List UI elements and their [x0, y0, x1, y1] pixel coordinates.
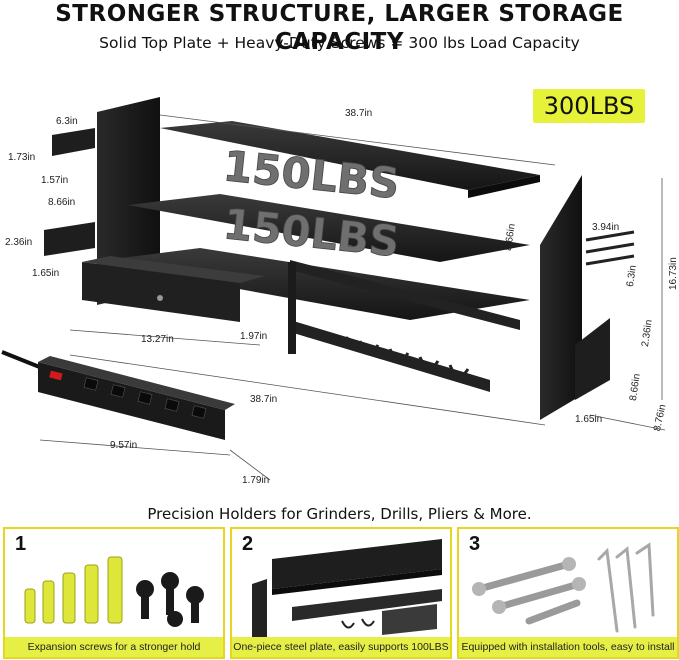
panel-caption: One-piece steel plate, easily supports 1…	[232, 637, 450, 657]
load-capacity-badge: 300LBS	[533, 89, 645, 123]
dim-bottom-width: 38.7in	[250, 394, 278, 405]
installation-tools-image	[472, 542, 655, 633]
panel-steel-plate: 2 One-piece steel plate, easily supports…	[230, 527, 452, 659]
left-side-bracket	[44, 97, 160, 305]
dim-holder-height: 1.73in	[8, 152, 36, 163]
panel-number: 1	[11, 533, 31, 556]
right-side-bracket	[540, 175, 635, 420]
middle-shelf	[128, 194, 530, 262]
power-strip	[1, 350, 235, 440]
headline: STRONGER STRUCTURE, LARGER STORAGE CAPAC…	[55, 1, 624, 55]
precision-holders-text: Precision Holders for Grinders, Drills, …	[147, 505, 532, 523]
dim-strip-length: 9.57in	[110, 440, 138, 451]
dim-left-height: 2.36in	[5, 237, 33, 248]
dim-hook-width: 3.94in	[592, 222, 620, 233]
panel-number: 2	[238, 533, 258, 556]
subheadline: Solid Top Plate + Heavy-Duty Screws = 30…	[99, 34, 580, 52]
dim-left-depth: 8.66in	[48, 197, 76, 208]
panel-caption: Expansion screws for a stronger hold	[5, 637, 223, 657]
dim-holder-depth: 6.3in	[56, 116, 78, 127]
steel-plate-image	[252, 539, 442, 637]
expansion-screws-image	[24, 556, 204, 627]
dim-holder-gap: 1.57in	[41, 175, 69, 186]
dim-drawer-gap: 1.97in	[240, 331, 268, 342]
shelf-illustration: 150LBS 150LBS	[1, 97, 666, 481]
dim-drawer-width: 13.27in	[141, 334, 174, 345]
dim-strip-height: 1.79in	[242, 475, 270, 486]
lower-tool-rack	[288, 260, 520, 392]
panel-number: 3	[465, 533, 485, 556]
dim-side-height: 16.73in	[668, 257, 679, 290]
panel-expansion-screws: 1 Expansion screws for a stronger hold	[3, 527, 225, 659]
dim-top-width: 38.7in	[345, 108, 373, 119]
drawer	[82, 256, 265, 322]
top-shelf	[160, 121, 540, 190]
dim-left-bottom: 1.65in	[32, 268, 60, 279]
panel-installation-tools: 3 Equipped with installation tools, easy…	[457, 527, 679, 659]
panel-caption: Equipped with installation tools, easy t…	[459, 637, 677, 657]
dim-pocket-width: 1.65in	[575, 414, 603, 425]
